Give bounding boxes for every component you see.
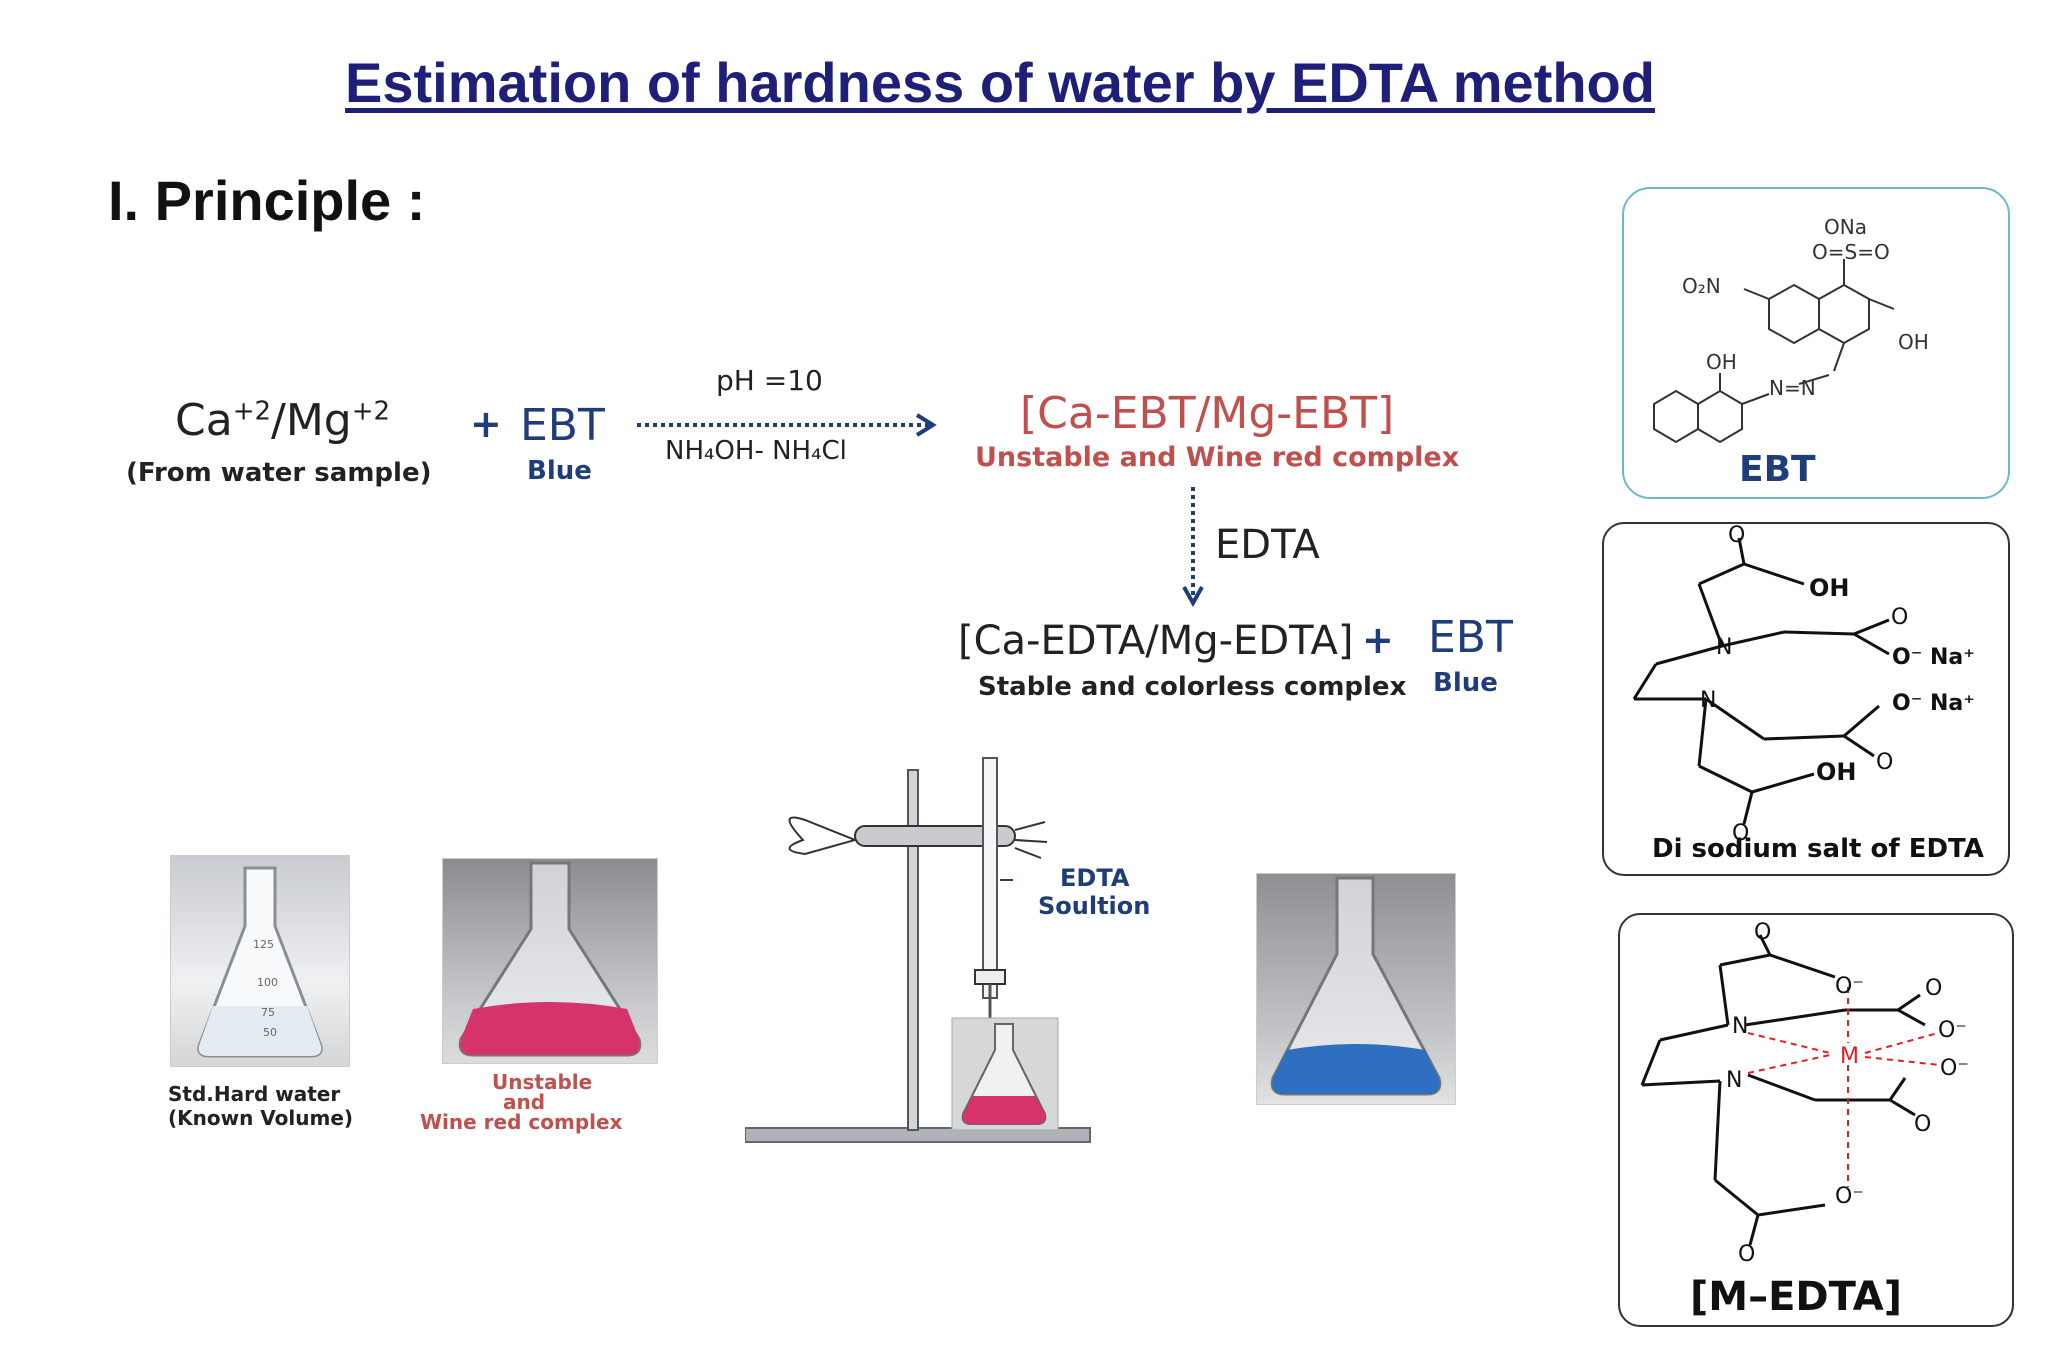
plus-sign-2: +: [1362, 618, 1394, 662]
metal-edta-structure-diagram: O O⁻ O N O⁻ M N O⁻ O O⁻ O [M–EDTA]: [1640, 920, 1969, 1320]
edta-atom-ona2: O⁻ Na⁺: [1892, 691, 1975, 716]
ebt-atom-nitro: O₂N: [1682, 274, 1721, 298]
edta-atom-oh2: OH: [1816, 758, 1857, 786]
flask2-caption-line3: Wine red complex: [420, 1110, 623, 1134]
flask-icon: [1270, 876, 1442, 1096]
medta-atom-o2: O: [1925, 976, 1942, 1001]
medta-atom-ominus2: O⁻: [1938, 1018, 1967, 1043]
ebt-atom-oh1: OH: [1898, 330, 1929, 354]
ebt-released: EBT: [1428, 612, 1513, 663]
flask2-caption-line2: and: [503, 1090, 546, 1114]
flask1-caption-line1: Std.Hard water: [168, 1082, 341, 1106]
section-heading: I. Principle :: [108, 169, 426, 232]
medta-atom-o1: O: [1754, 920, 1771, 945]
ebt-atom-ona: ONa: [1824, 215, 1867, 239]
ebt-structure-box: ONa O=S=O O₂N OH OH N=N EBT: [1622, 187, 2010, 499]
medta-atom-n1: N: [1732, 1014, 1748, 1039]
wine-red-flask-photo: [442, 858, 658, 1064]
ebt-reactant-color: Blue: [527, 456, 592, 486]
edta-atom-o1: O: [1728, 524, 1745, 548]
metal-edta-structure-box: O O⁻ O N O⁻ M N O⁻ O O⁻ O [M–EDTA]: [1618, 913, 2014, 1327]
titration-setup-illustration: [745, 757, 1091, 1143]
ca-charge: +2: [232, 396, 272, 427]
ebt-reactant: EBT: [520, 400, 605, 451]
medta-structure-label: [M–EDTA]: [1690, 1274, 1902, 1320]
flask-icon: 125 100 75 50: [197, 866, 323, 1058]
flask-mark-50: 50: [263, 1026, 277, 1039]
medta-atom-ominus1: O⁻: [1835, 974, 1864, 999]
flask1-caption-line2: (Known Volume): [168, 1106, 354, 1130]
edta-atom-o2: O: [1891, 605, 1908, 630]
edta-atom-o3: O: [1876, 750, 1893, 775]
medta-atom-o4: O: [1738, 1242, 1755, 1267]
plus-sign-1: +: [470, 402, 502, 446]
ebt-structure-diagram: ONa O=S=O O₂N OH OH N=N EBT: [1653, 215, 1929, 490]
burette-label-line2: Soultion: [1038, 892, 1151, 920]
dotted-arrow-icon: [637, 413, 937, 437]
edta-reagent: EDTA: [1215, 522, 1320, 568]
flask-icon: [458, 861, 642, 1057]
edta-complex: [Ca-EDTA/Mg-EDTA]: [958, 618, 1354, 664]
ebt-released-color: Blue: [1433, 668, 1498, 698]
ca-text: Ca: [175, 395, 233, 446]
edta-atom-ona1: O⁻ Na⁺: [1892, 645, 1975, 670]
hard-water-flask-photo: 125 100 75 50: [170, 855, 350, 1067]
page-title: Estimation of hardness of water by EDTA …: [345, 51, 1655, 114]
buffer-condition: NH₄OH- NH₄Cl: [665, 436, 847, 466]
edta-atom-n1: N: [1716, 635, 1732, 660]
edta-atom-oh1: OH: [1809, 574, 1850, 602]
ph-condition: pH =10: [716, 364, 823, 397]
ebt-atom-sulfonyl: O=S=O: [1812, 240, 1890, 264]
ebt-atom-oh2: OH: [1706, 350, 1737, 374]
ebt-complex-note: Unstable and Wine red complex: [975, 442, 1460, 473]
medta-atom-o3: O: [1914, 1112, 1931, 1137]
mg-text: /Mg: [271, 395, 352, 446]
mg-charge: +2: [351, 396, 391, 427]
dotted-down-arrow-icon: [1182, 487, 1204, 608]
ebt-structure-label: EBT: [1739, 449, 1816, 490]
edta-structure-box: O OH O N O⁻ Na⁺ N O⁻ Na⁺ O OH O Di sodiu…: [1602, 522, 2010, 876]
edta-atom-n2: N: [1700, 688, 1716, 713]
edta-structure-diagram: O OH O N O⁻ Na⁺ N O⁻ Na⁺ O OH O: [1632, 523, 1975, 846]
burette-label-line1: EDTA: [1060, 864, 1130, 892]
medta-atom-n2: N: [1726, 1068, 1742, 1093]
ebt-complex: [Ca-EBT/Mg-EBT]: [1020, 388, 1395, 439]
edta-structure-caption: Di sodium salt of EDTA: [1652, 834, 1984, 864]
ebt-atom-azo: N=N: [1769, 376, 1816, 400]
reactant-ca-mg: Ca+2/Mg+2: [175, 395, 390, 446]
flask2-caption-line1: Unstable: [492, 1070, 593, 1094]
flask-mark-100: 100: [257, 976, 278, 989]
flask-mark-75: 75: [261, 1006, 275, 1019]
medta-atom-ominus4: O⁻: [1835, 1184, 1864, 1209]
medta-atom-ominus3: O⁻: [1940, 1056, 1969, 1081]
edta-atom-o4: O: [1732, 821, 1749, 846]
medta-atom-metal: M: [1840, 1044, 1859, 1069]
flask-mark-125: 125: [253, 938, 274, 951]
edta-complex-note: Stable and colorless complex: [978, 672, 1407, 702]
water-sample-note: (From water sample): [126, 458, 432, 488]
blue-endpoint-flask-photo: [1256, 873, 1456, 1105]
